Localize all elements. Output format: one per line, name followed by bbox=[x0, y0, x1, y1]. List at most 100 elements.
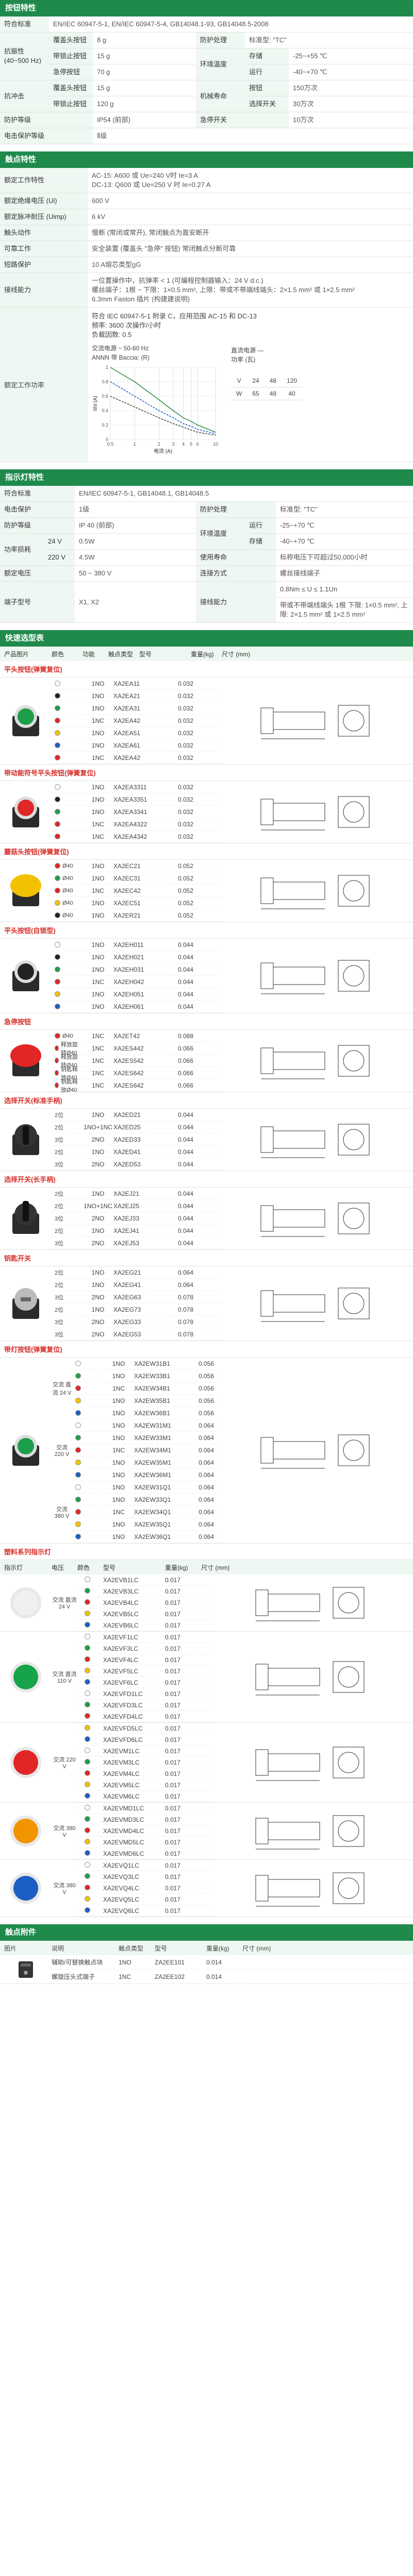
model-number: XA2EA51 bbox=[113, 729, 141, 737]
color-dot bbox=[55, 900, 60, 906]
model-number: XA2EW36Q1 bbox=[134, 1533, 171, 1540]
spec-value: 10万次 bbox=[289, 112, 413, 128]
model-number: XA2EG41 bbox=[113, 1281, 141, 1289]
model-number: XA2EA3341 bbox=[113, 808, 147, 816]
weight: 0.032 bbox=[177, 820, 194, 828]
model-number: XA2EA31 bbox=[113, 704, 141, 712]
model-number: XA2EVFD5LC bbox=[103, 1724, 143, 1732]
color-cell bbox=[52, 834, 82, 839]
x-tick-label: 5 bbox=[190, 442, 192, 447]
color-dot bbox=[85, 1792, 90, 1799]
contact-type: 1NO bbox=[91, 1148, 105, 1156]
product-group-title: 带动能符号平头按钮(弹簧复位) bbox=[0, 765, 413, 781]
contact-type: 1NO bbox=[91, 808, 105, 816]
contact-type: 1NC bbox=[91, 717, 104, 724]
spec-sublabel: 24 V bbox=[44, 533, 75, 550]
contact-type: 1NO bbox=[91, 729, 105, 737]
color-cell bbox=[77, 1610, 103, 1618]
model-number: XA2EVB1LC bbox=[103, 1576, 139, 1584]
weight: 0.032 bbox=[177, 741, 194, 749]
col-header: 型号 bbox=[139, 650, 152, 658]
color-dot bbox=[85, 1884, 90, 1890]
color-cell bbox=[77, 1633, 103, 1641]
section-header-contact: 触点特性 bbox=[0, 151, 413, 168]
spec-value: EN/IEC 60947-5-1, EN/IEC 60947-5-4, GB14… bbox=[49, 16, 413, 32]
indicator-image bbox=[0, 1574, 52, 1631]
color-cell bbox=[72, 1361, 103, 1366]
product-image bbox=[0, 1358, 52, 1543]
position-text: 3位 bbox=[55, 1215, 64, 1222]
model-number: XA2EVB4LC bbox=[103, 1599, 139, 1606]
model-number: XA2EC42 bbox=[113, 887, 141, 894]
product-group-title: 急停按钮 bbox=[0, 1013, 413, 1030]
color-dot bbox=[75, 1521, 81, 1527]
product-image bbox=[0, 1188, 52, 1249]
weight: 0.032 bbox=[177, 808, 194, 816]
color-dot bbox=[75, 1422, 81, 1428]
weight: 0.017 bbox=[165, 1804, 181, 1812]
col-header: 尺寸 (mm) bbox=[201, 1564, 230, 1571]
model-number: XA2EH061 bbox=[113, 1003, 144, 1010]
color-cell: 3位 bbox=[52, 1160, 82, 1168]
color-cell bbox=[52, 809, 82, 815]
spec-label: 额定工作特性 bbox=[0, 168, 88, 193]
model-number: XA2ES642 bbox=[113, 1069, 144, 1077]
color-cell: 2位 bbox=[52, 1148, 82, 1156]
indicator-group-title: 塑料系列指示灯 bbox=[0, 1544, 413, 1560]
weight: 0.017 bbox=[165, 1667, 181, 1675]
dimension-drawing bbox=[222, 677, 413, 764]
spec-value: 慢断 (常闭或常开), 常闭触点为直安断开 bbox=[88, 225, 413, 241]
weight: 0.017 bbox=[165, 1850, 181, 1857]
dc-head: 120 bbox=[282, 375, 303, 387]
color-cell bbox=[72, 1497, 103, 1502]
weight: 0.032 bbox=[177, 833, 194, 840]
color-dot bbox=[85, 1873, 90, 1879]
spec-label: 环境温度 bbox=[196, 517, 245, 550]
product-group-title: 钥匙开关 bbox=[0, 1250, 413, 1266]
color-cell: Ø40 bbox=[52, 863, 82, 869]
contact-type: 1NO bbox=[91, 899, 105, 907]
color-cell bbox=[72, 1447, 103, 1453]
weight: 0.052 bbox=[177, 911, 194, 919]
indicator-image bbox=[0, 1860, 52, 1917]
col-header: 型号 bbox=[155, 1944, 168, 1952]
col-header: 图片 bbox=[4, 1944, 17, 1952]
spec-label: 功率损耗 bbox=[0, 533, 44, 566]
spec-value: 70 g bbox=[93, 64, 196, 80]
color-cell bbox=[72, 1484, 103, 1490]
weight: 0.052 bbox=[177, 899, 194, 907]
color-dot bbox=[75, 1373, 81, 1379]
color-cell: Ø40 bbox=[52, 875, 82, 882]
spec-label: 可靠工作 bbox=[0, 241, 88, 257]
position-text: 3位 bbox=[55, 1319, 64, 1326]
weight: 0.017 bbox=[165, 1758, 181, 1766]
contact-type: 1NO bbox=[91, 692, 105, 700]
dc-cell: 65 bbox=[247, 387, 265, 400]
acc-model: ZA2EE102 bbox=[155, 1973, 185, 1980]
series-line bbox=[110, 396, 216, 436]
spec-label: 防护等级 bbox=[0, 112, 93, 128]
accessory-row: 辅助/可替换触点块 1NO ZA2EE101 0.014 bbox=[52, 1955, 413, 1970]
color-cell bbox=[72, 1398, 103, 1403]
color-dot bbox=[85, 1850, 90, 1856]
color-cell: 2位 bbox=[52, 1111, 82, 1119]
position-text: 2位 bbox=[55, 1282, 64, 1289]
indicator-row: XA2EVMD6LC 0.017 bbox=[77, 1848, 211, 1859]
color-dot bbox=[85, 1599, 90, 1605]
position-text: 2位 bbox=[55, 1228, 64, 1234]
model-number: XA2EVMD6LC bbox=[103, 1850, 144, 1857]
model-number: XA2ET42 bbox=[113, 1032, 140, 1040]
